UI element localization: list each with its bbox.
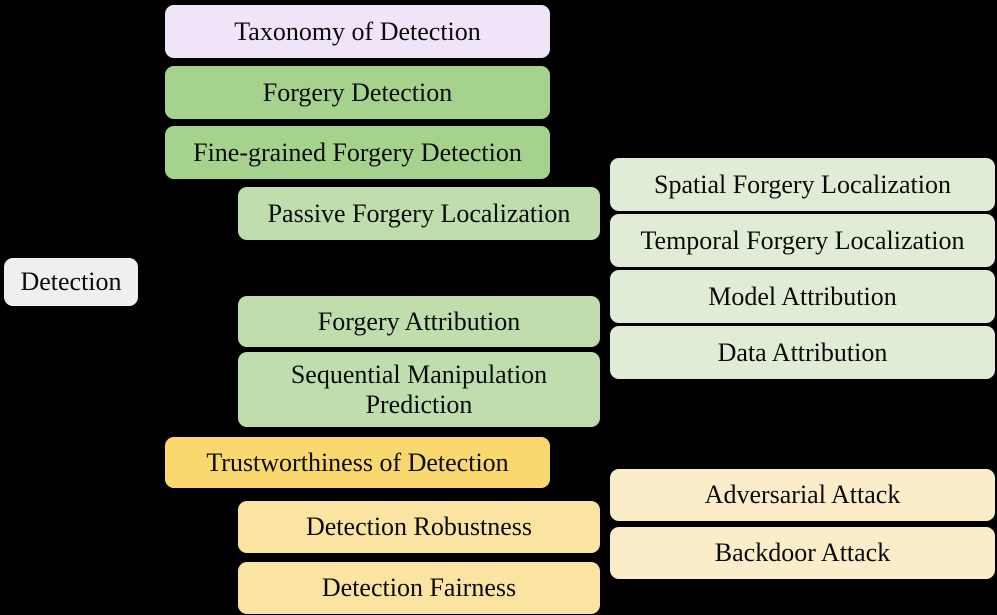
node-label: Forgery Detection bbox=[262, 77, 453, 107]
node-label: Spatial Forgery Localization bbox=[654, 169, 951, 199]
node-adversarial-attack[interactable]: Adversarial Attack bbox=[610, 469, 995, 521]
node-data-attribution[interactable]: Data Attribution bbox=[610, 326, 995, 379]
node-label: Detection Robustness bbox=[305, 512, 533, 542]
node-model-attribution[interactable]: Model Attribution bbox=[610, 270, 995, 323]
node-label: Taxonomy of Detection bbox=[234, 16, 481, 46]
node-taxonomy-of-detection[interactable]: Taxonomy of Detection bbox=[165, 5, 550, 58]
node-label: Model Attribution bbox=[708, 281, 897, 311]
node-label: Trustworthiness of Detection bbox=[206, 447, 509, 477]
node-forgery-detection[interactable]: Forgery Detection bbox=[165, 66, 550, 119]
node-detection-fairness[interactable]: Detection Fairness bbox=[238, 562, 600, 614]
node-label: Backdoor Attack bbox=[714, 538, 891, 568]
node-label: Temporal Forgery Localization bbox=[640, 225, 965, 255]
node-passive-forgery-localization[interactable]: Passive Forgery Localization bbox=[238, 187, 600, 240]
node-spatial-forgery-localization[interactable]: Spatial Forgery Localization bbox=[610, 158, 995, 211]
node-label: Passive Forgery Localization bbox=[267, 198, 571, 228]
node-label: Sequential Manipulation Prediction bbox=[290, 360, 548, 419]
node-backdoor-attack[interactable]: Backdoor Attack bbox=[610, 527, 995, 579]
node-fine-grained-forgery-detection[interactable]: Fine-grained Forgery Detection bbox=[165, 126, 550, 179]
node-sequential-manipulation-prediction[interactable]: Sequential Manipulation Prediction bbox=[238, 352, 600, 427]
node-label: Data Attribution bbox=[717, 337, 888, 367]
node-forgery-attribution[interactable]: Forgery Attribution bbox=[238, 296, 600, 347]
node-label: Adversarial Attack bbox=[704, 480, 901, 510]
node-label: Fine-grained Forgery Detection bbox=[193, 137, 522, 167]
node-trustworthiness-of-detection[interactable]: Trustworthiness of Detection bbox=[165, 437, 550, 488]
node-detection-robustness[interactable]: Detection Robustness bbox=[238, 501, 600, 553]
node-label: Detection bbox=[20, 267, 122, 297]
node-temporal-forgery-localization[interactable]: Temporal Forgery Localization bbox=[610, 214, 995, 267]
node-label: Forgery Attribution bbox=[317, 306, 521, 336]
node-detection[interactable]: Detection bbox=[4, 258, 138, 306]
node-label: Detection Fairness bbox=[321, 573, 517, 603]
